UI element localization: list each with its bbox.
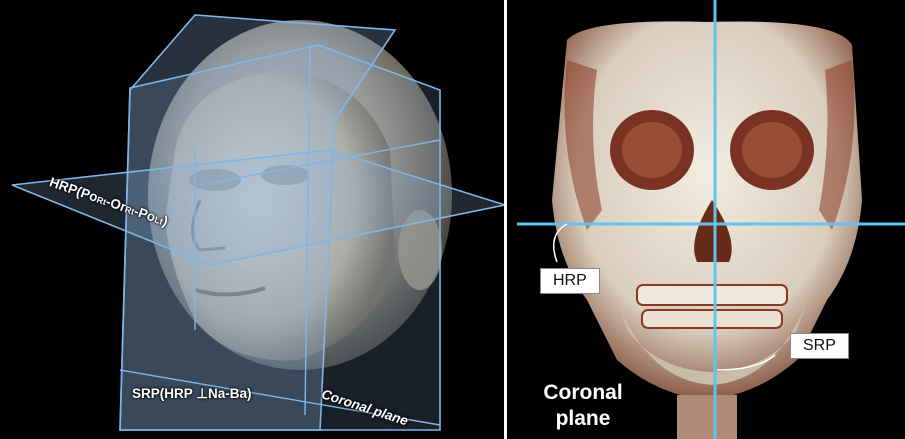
lower-teeth bbox=[642, 310, 782, 328]
head-planes-illustration bbox=[0, 0, 504, 439]
skull-illustration bbox=[507, 0, 905, 439]
cervical-spine bbox=[677, 395, 737, 439]
left-panel-3d-head: HRP(PoRt-OrRt-PoLt) SRP(HRP ⊥Na-Ba) Coro… bbox=[0, 0, 504, 439]
srp-formula-label: SRP(HRP ⊥Na-Ba) bbox=[132, 386, 252, 402]
coronal-plane-label-right: Coronal plane bbox=[528, 380, 638, 432]
hrp-box-label: HRP bbox=[540, 268, 600, 294]
orbit-right-inner bbox=[742, 122, 802, 178]
right-panel-frontal-skull bbox=[507, 0, 905, 439]
srp-box-label: SRP bbox=[790, 333, 849, 359]
orbit-left-inner bbox=[622, 122, 682, 178]
coronal-label-line-1: Coronal bbox=[528, 380, 638, 406]
coronal-label-line-2: plane bbox=[528, 406, 638, 432]
upper-teeth bbox=[637, 285, 787, 305]
